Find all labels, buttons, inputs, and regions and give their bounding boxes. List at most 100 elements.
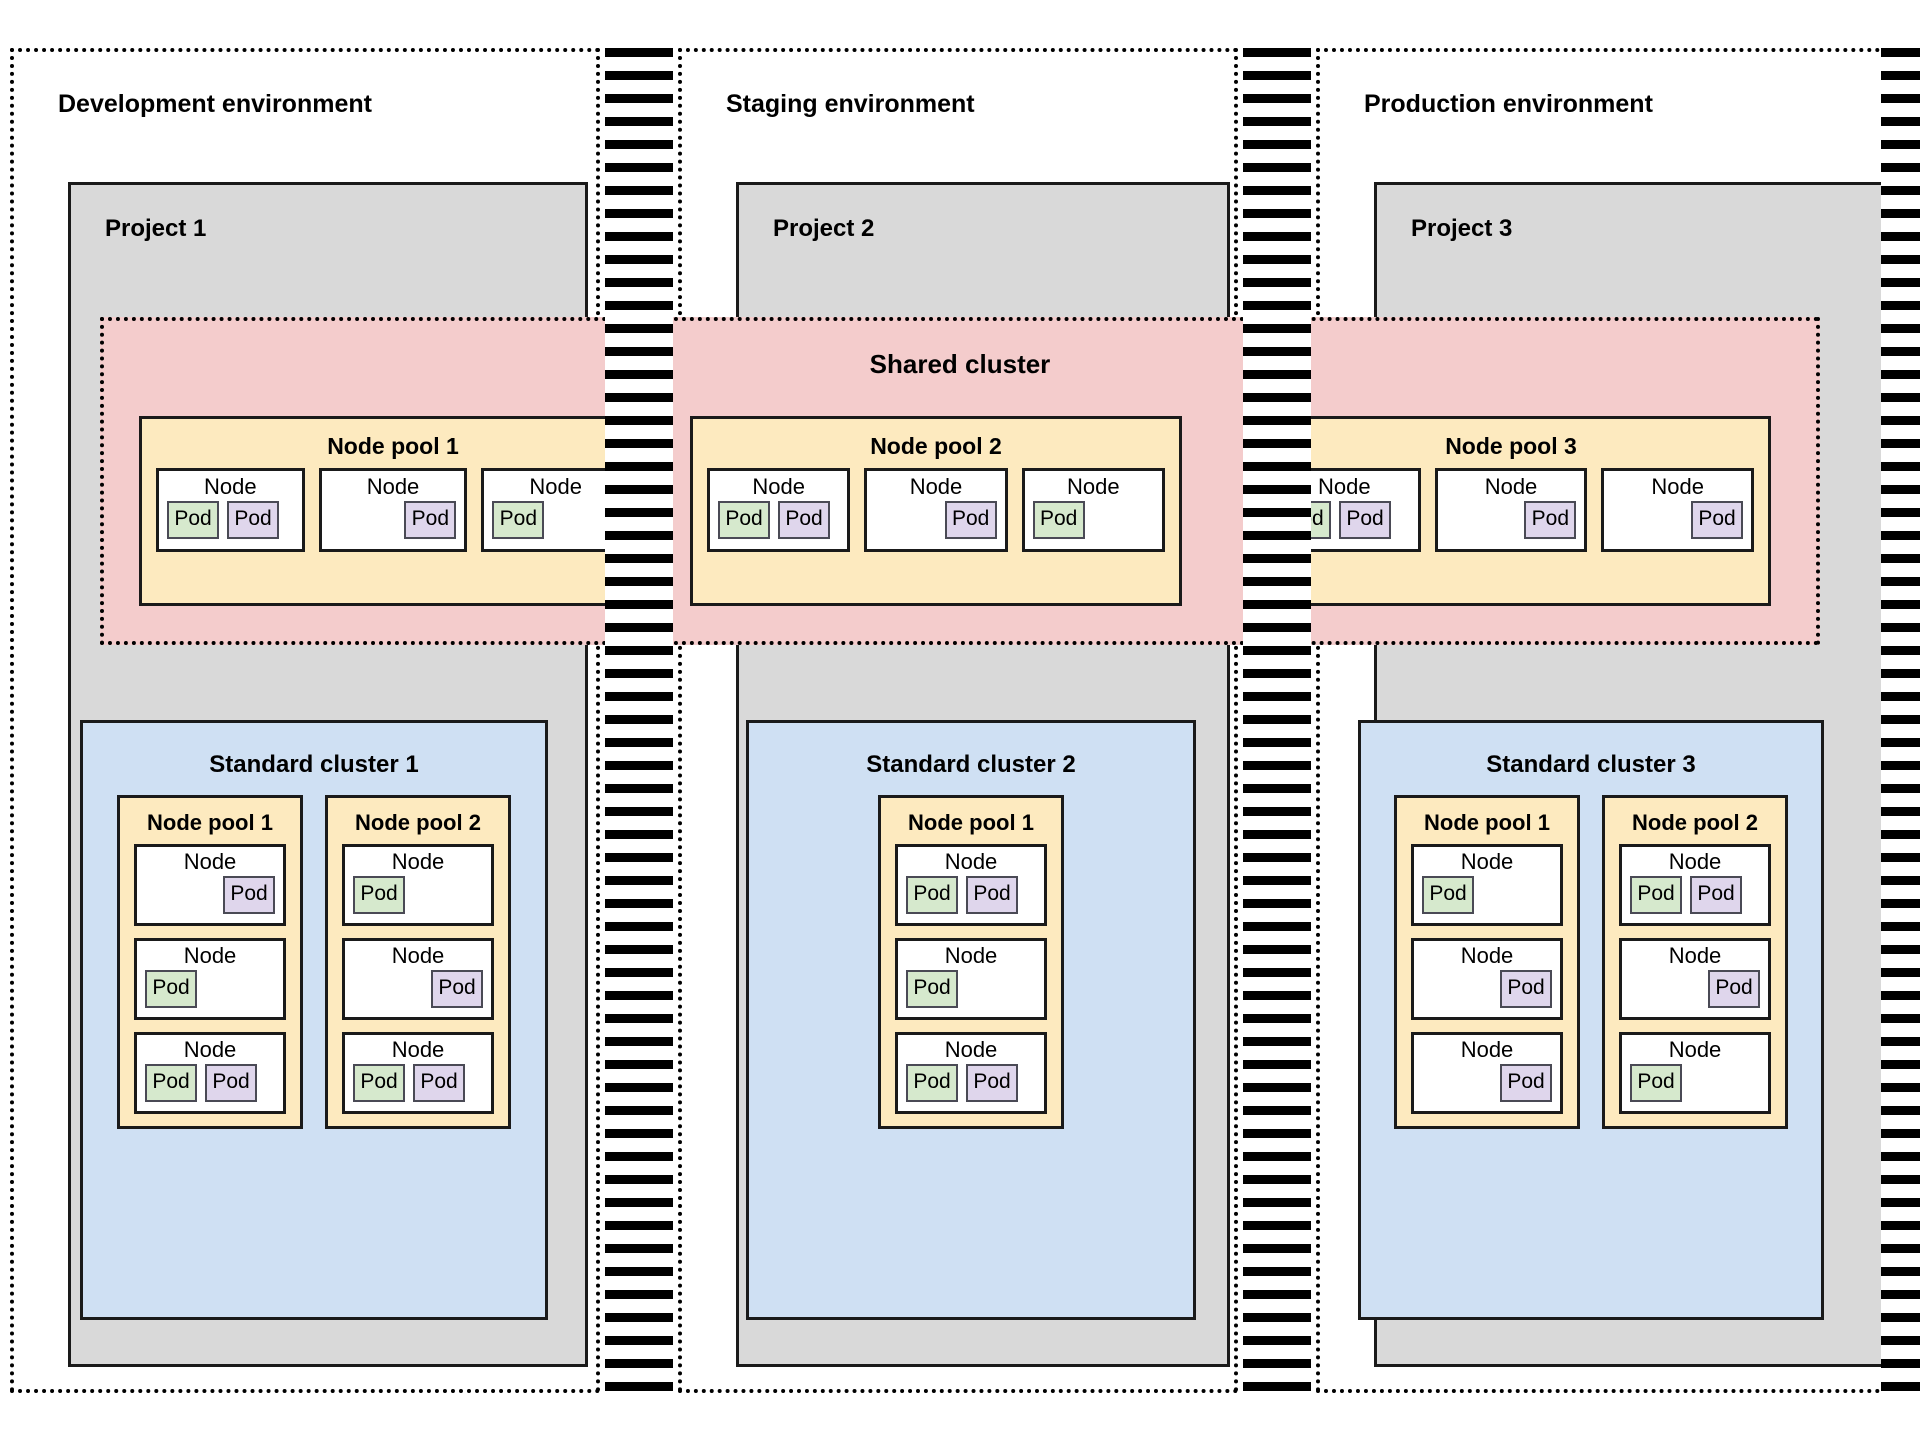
node-label: Node [391, 1037, 445, 1063]
pod-box: Pod [718, 501, 770, 540]
node-label: Node [529, 474, 582, 499]
node-label: Node [366, 474, 420, 499]
pod-box: Pod [1691, 501, 1744, 540]
node-label: Node [1484, 474, 1538, 499]
project-title: Project 3 [1411, 215, 1513, 242]
hatched-separator-1 [605, 48, 673, 1393]
node-label: Node [391, 849, 445, 874]
pod-box: Pod [778, 501, 830, 540]
pod-box: Pod [906, 970, 958, 1009]
pod-row: Pod [1422, 876, 1552, 915]
environment-title: Staging environment [726, 90, 975, 118]
pod-row: Pod [353, 970, 483, 1009]
pod-row: Pod [353, 876, 483, 915]
pod-box: Pod [413, 1064, 465, 1103]
pod-row: Pod [906, 970, 1036, 1009]
node-label: Node [183, 849, 237, 874]
node-pool-title: Node pool 1 [908, 810, 1034, 835]
shared-cluster-title: Shared cluster [869, 349, 1051, 379]
node-label: Node [944, 849, 998, 874]
node-pool-title: Node pool 3 [1445, 433, 1577, 459]
node-label: Node [1460, 943, 1514, 969]
pod-box: Pod [966, 876, 1018, 915]
pod-box: Pod [1690, 876, 1742, 915]
pod-box: Pod [944, 501, 997, 540]
pod-row: Pod [1422, 1064, 1552, 1103]
pod-box: Pod [1630, 876, 1682, 915]
node-label: Node [1651, 474, 1704, 499]
pod-box: Pod [353, 876, 405, 915]
pod-box: Pod [906, 1064, 958, 1103]
standard-cluster-title: Standard cluster 3 [1486, 751, 1696, 778]
node-label: Node [752, 474, 805, 499]
node-pool-title: Node pool 2 [870, 433, 1002, 459]
node-label: Node [1460, 1037, 1514, 1063]
node-label: Node [391, 943, 445, 969]
pod-row: Pod [1446, 501, 1577, 540]
node-label: Node [1067, 474, 1120, 499]
node-label: Node [944, 1037, 998, 1063]
pod-box: Pod [227, 501, 279, 540]
pod-box: Pod [1630, 1064, 1682, 1103]
hatched-separator-2 [1243, 48, 1311, 1393]
pod-box: Pod [223, 876, 275, 915]
pod-box: Pod [1708, 970, 1760, 1009]
pod-row: Pod [145, 876, 275, 915]
pod-box: Pod [1422, 876, 1474, 915]
node-pool-title: Node pool 1 [147, 810, 273, 835]
hatched-separator-3 [1881, 48, 1920, 1393]
pod-box: Pod [145, 970, 197, 1009]
pod-row: Pod [330, 501, 457, 540]
node-label: Node [909, 474, 963, 499]
pod-box: Pod [906, 876, 958, 915]
node-label: Node [1668, 849, 1722, 874]
pod-box: Pod [492, 501, 545, 540]
pod-box: Pod [1524, 501, 1577, 540]
node-pool-title: Node pool 2 [1632, 810, 1758, 835]
node-pool-title: Node pool 2 [355, 810, 481, 835]
node-label: Node [944, 943, 998, 969]
